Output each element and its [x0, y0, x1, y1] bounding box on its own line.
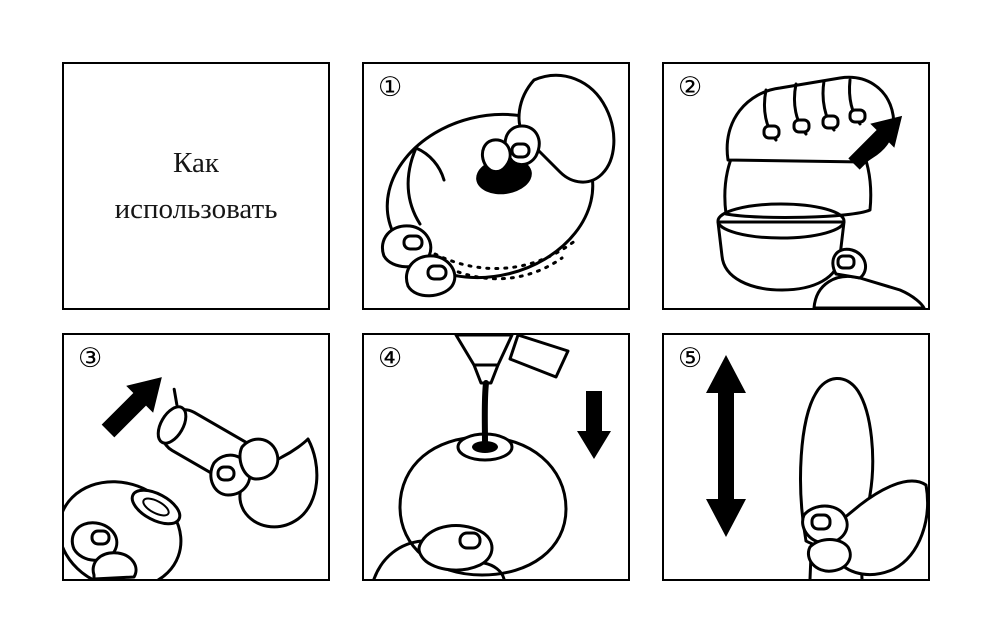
panel-step-2: ②	[662, 62, 930, 310]
step-number: ④	[378, 343, 403, 374]
lubricant-stream-shape	[481, 380, 489, 446]
panels-grid: Как использовать ①	[62, 62, 930, 581]
lubricant-bottle-shape	[454, 335, 570, 385]
step-number: ②	[678, 72, 703, 103]
panel-step-4: ④	[362, 333, 630, 581]
arrow-down-icon	[577, 391, 611, 459]
illustration-step-1-open-egg	[381, 73, 616, 298]
arrow-up-down-icon	[706, 355, 746, 537]
arrow-up-right-icon	[101, 377, 162, 438]
step-number: ⑤	[678, 343, 703, 374]
gripping-hand-shape	[801, 479, 928, 576]
egg-hole-shape	[472, 441, 498, 453]
panel-step-1: ①	[362, 62, 630, 310]
left-hand-shape	[381, 224, 457, 298]
gripping-hand-shape	[725, 75, 896, 164]
panel-step-3: ③	[62, 333, 330, 581]
illustration-step-3-pull-insert	[64, 377, 319, 579]
egg-half-shape	[64, 480, 183, 579]
illustration-step-4-pour-lubricant	[372, 335, 611, 579]
arrow-up-right-icon	[848, 115, 903, 170]
lower-hand-shape	[812, 247, 926, 308]
right-hand-shape	[481, 73, 616, 184]
left-hand-shape	[70, 521, 138, 579]
step-number: ③	[78, 343, 103, 374]
illustration-step-5-use	[706, 355, 928, 579]
right-hand-shape	[209, 437, 319, 529]
holding-hand-shape	[372, 524, 506, 579]
illustration-step-2-remove-top	[716, 75, 926, 308]
step-number: ①	[378, 72, 403, 103]
panel-how-to-title: Как использовать	[62, 62, 330, 310]
panel-step-5: ⑤	[662, 333, 930, 581]
page-title: Как использовать	[114, 146, 278, 225]
